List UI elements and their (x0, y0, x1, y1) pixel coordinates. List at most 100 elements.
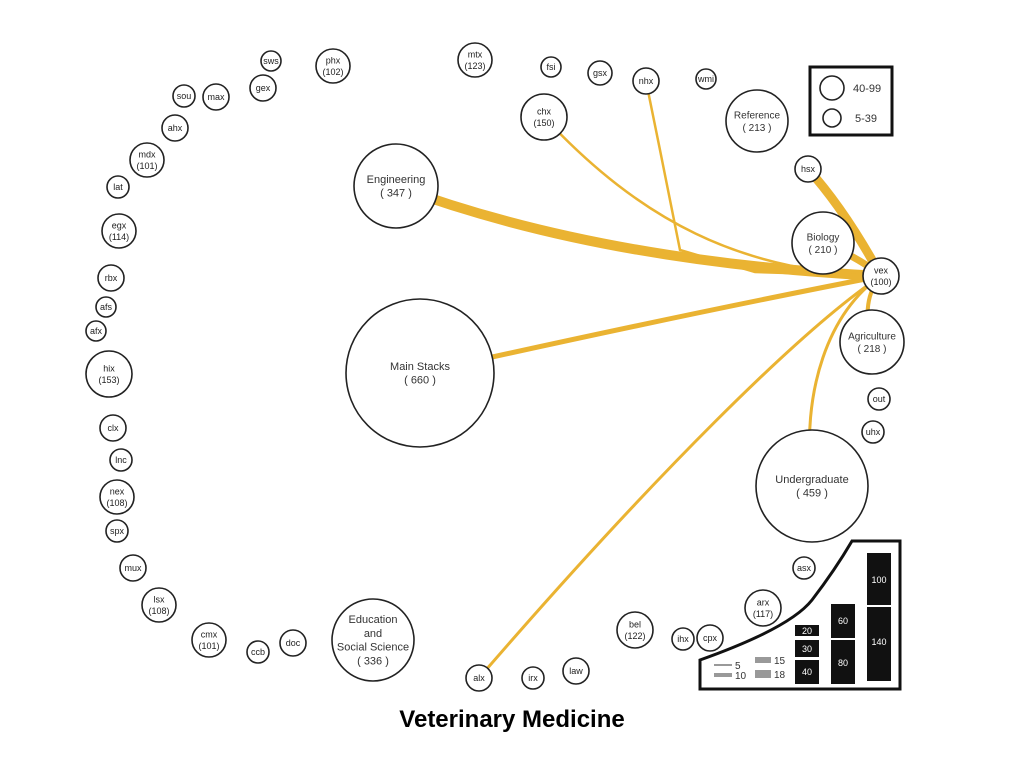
node-egx[interactable]: egx(114) (101, 213, 137, 249)
node-ihx-circle (671, 627, 695, 651)
node-asx-circle (792, 556, 816, 580)
node-fsi-label-0: fsi (547, 62, 556, 72)
node-afx[interactable]: afx (85, 320, 107, 342)
node-sws[interactable]: sws (260, 50, 282, 72)
node-hsx[interactable]: hsx (794, 155, 822, 183)
node-alx-label-0: alx (473, 673, 485, 683)
node-egx-label-1: (114) (109, 232, 129, 242)
node-phx-label-1: (102) (322, 67, 343, 77)
link-alx-to-vex (477, 274, 883, 680)
node-mux[interactable]: mux (119, 554, 147, 582)
node-lat-label-0: lat (113, 182, 123, 192)
node-mtx-circle (457, 42, 493, 78)
node-sou-circle (172, 84, 196, 108)
node-out[interactable]: out (867, 387, 891, 411)
node-mtx[interactable]: mtx(123) (457, 42, 493, 78)
node-vex[interactable]: vex(100) (862, 257, 900, 295)
node-phx-label-0: phx (326, 56, 341, 66)
node-biology-circle (791, 211, 855, 275)
size-legend-large-circle (819, 75, 845, 101)
node-hsx-circle (794, 155, 822, 183)
node-chx[interactable]: chx(150) (520, 93, 568, 141)
size-legend: 40-99 5-39 (808, 65, 894, 137)
node-agriculture[interactable]: Agriculture( 218 ) (839, 309, 905, 375)
legend-bar-140-label: 140 (871, 637, 886, 647)
node-spx[interactable]: spx (105, 519, 129, 543)
node-clx-label-0: clx (108, 423, 119, 433)
node-alx[interactable]: alx (465, 664, 493, 692)
node-biology[interactable]: Biology( 210 ) (791, 211, 855, 275)
node-arx-label-1: (117) (753, 609, 773, 619)
node-ihx[interactable]: ihx (671, 627, 695, 651)
node-phx-circle (315, 48, 351, 84)
legend-bar-40 (795, 660, 819, 684)
node-wmi-circle (695, 68, 717, 90)
node-ccb[interactable]: ccb (246, 640, 270, 664)
node-hix[interactable]: hix(153) (85, 350, 133, 398)
node-rbx[interactable]: rbx (97, 264, 125, 292)
node-mdx[interactable]: mdx(101) (129, 142, 165, 178)
node-clx[interactable]: clx (99, 414, 127, 442)
node-asx[interactable]: asx (792, 556, 816, 580)
legend-bar-30 (795, 640, 819, 657)
node-cpx[interactable]: cpx (696, 624, 724, 652)
node-lsx-label-0: lsx (154, 595, 165, 605)
node-spx-circle (105, 519, 129, 543)
node-clx-circle (99, 414, 127, 442)
node-cmx-circle (191, 622, 227, 658)
weight-line-5-label: 5 (735, 661, 741, 672)
node-gex[interactable]: gex (249, 74, 277, 102)
node-lnc[interactable]: lnc (109, 448, 133, 472)
node-max[interactable]: max (202, 83, 230, 111)
legend-bar-60 (831, 604, 855, 638)
node-chx-label-0: chx (537, 107, 552, 117)
node-arx[interactable]: arx(117) (744, 589, 782, 627)
node-law[interactable]: law (562, 657, 590, 685)
node-phx[interactable]: phx(102) (315, 48, 351, 84)
node-undergraduate[interactable]: Undergraduate( 459 ) (755, 429, 869, 543)
node-afs[interactable]: afs (95, 296, 117, 318)
node-doc-label-0: doc (286, 638, 301, 648)
node-main-stacks-label-1: ( 660 ) (404, 375, 436, 387)
node-irx[interactable]: irx (521, 666, 545, 690)
node-reference[interactable]: Reference( 213 ) (725, 89, 789, 153)
node-gsx-label-0: gsx (593, 68, 608, 78)
node-sou[interactable]: sou (172, 84, 196, 108)
node-hix-circle (85, 350, 133, 398)
node-nex-circle (99, 479, 135, 515)
node-law-label-0: law (569, 666, 583, 676)
node-lsx-label-1: (108) (148, 606, 169, 616)
node-agriculture-label-0: Agriculture (848, 331, 896, 342)
node-nhx[interactable]: nhx (632, 67, 660, 95)
node-engineering[interactable]: Engineering( 347 ) (353, 143, 439, 229)
node-nex[interactable]: nex(108) (99, 479, 135, 515)
node-uhx[interactable]: uhx (861, 420, 885, 444)
node-lsx[interactable]: lsx(108) (141, 587, 177, 623)
node-fsi[interactable]: fsi (540, 56, 562, 78)
node-engineering-label-1: ( 347 ) (380, 188, 412, 200)
size-legend-label-small: 5-39 (855, 113, 877, 125)
node-main-stacks[interactable]: Main Stacks( 660 ) (345, 298, 495, 448)
node-irx-circle (521, 666, 545, 690)
node-bel[interactable]: bel(122) (616, 611, 654, 649)
node-education-label-0: Education (349, 614, 398, 626)
node-mtx-label-0: mtx (468, 50, 483, 60)
node-ahx[interactable]: ahx (161, 114, 189, 142)
node-doc-circle (279, 629, 307, 657)
node-gex-circle (249, 74, 277, 102)
node-asx-label-0: asx (797, 563, 812, 573)
node-hix-label-0: hix (103, 364, 115, 374)
node-reference-label-1: ( 213 ) (743, 123, 772, 134)
node-nex-label-0: nex (110, 487, 125, 497)
node-cmx[interactable]: cmx(101) (191, 622, 227, 658)
node-mdx-label-1: (101) (136, 161, 157, 171)
node-lat[interactable]: lat (106, 175, 130, 199)
node-gsx[interactable]: gsx (587, 60, 613, 86)
node-wmi[interactable]: wmi (695, 68, 717, 90)
node-engineering-circle (353, 143, 439, 229)
node-vex-circle (862, 257, 900, 295)
weight-legend: 20 30 40 60 80 100 140 5 10 15 18 (698, 539, 902, 691)
node-doc[interactable]: doc (279, 629, 307, 657)
